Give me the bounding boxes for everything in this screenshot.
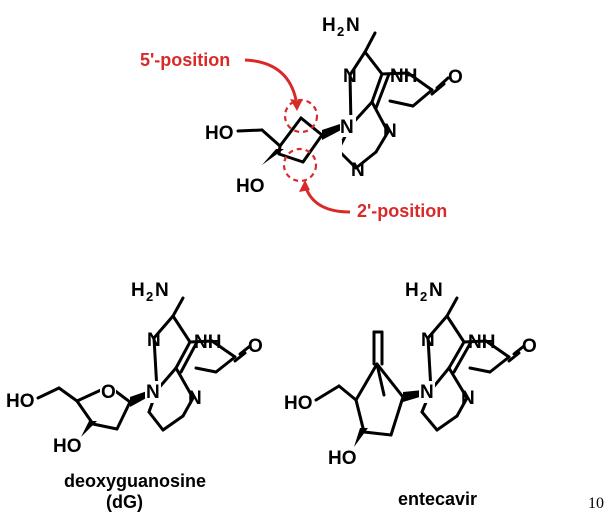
dg-molecule: O N N N NH O H 2 N HO HO deoxyguanosine … (6, 280, 263, 512)
dg-h2n-sub: 2 (146, 289, 153, 304)
ent-nh-label: NH (468, 332, 495, 353)
ent-n3-label: N (421, 330, 435, 351)
top-ho-lower-label: HO (236, 176, 265, 197)
ent-h2n-h: H (405, 280, 419, 301)
ent-n7-label: N (461, 388, 475, 409)
dg-n7-label: N (188, 388, 202, 409)
ent-h2n-n: N (429, 280, 443, 301)
dg-h2n-h: H (131, 280, 145, 301)
dg-carbonyl-o-label: O (248, 336, 263, 357)
top-carbonyl-o-label: O (448, 67, 463, 88)
dg-caption-line1: deoxyguanosine (64, 471, 206, 491)
dg-nh-label: NH (194, 332, 221, 353)
top-nh-label: NH (390, 66, 417, 87)
top-h2n-h: H (322, 15, 336, 36)
top-h2n-sub: 2 (337, 24, 344, 39)
entecavir-caption: entecavir (398, 489, 477, 509)
entecavir-molecule: N N N NH O H 2 N HO HO entecavir (284, 280, 537, 509)
ent-n9-label: N (420, 382, 434, 403)
dg-caption-line2: (dG) (106, 492, 143, 512)
dg-n9-label: N (146, 382, 160, 403)
ent-carbonyl-o-label: O (522, 336, 537, 357)
page-number: 10 (588, 495, 604, 512)
two-prime-annotation: 2'-position (357, 201, 447, 221)
top-n9-label: N (340, 117, 354, 138)
top-n3-label: N (343, 66, 357, 87)
ent-h2n-sub: 2 (420, 289, 427, 304)
ent-ho-upper-label: HO (284, 393, 313, 414)
top-n7-label: N (351, 160, 365, 181)
ent-ho-lower-label: HO (328, 448, 357, 469)
top-ho-upper-label: HO (205, 123, 234, 144)
dg-ho-lower-label: HO (53, 436, 82, 457)
dg-n3-label: N (147, 330, 161, 351)
dg-h2n-n: N (155, 280, 169, 301)
top-molecule: N N N NH N O H 2 N HO HO 5'-position 2'-… (140, 15, 463, 221)
five-prime-annotation: 5'-position (140, 50, 230, 70)
top-h2n-n: N (346, 15, 360, 36)
dg-ring-o-label: O (101, 382, 116, 403)
top-n1-label: N (383, 121, 397, 142)
dg-ho-upper-label: HO (6, 391, 35, 412)
